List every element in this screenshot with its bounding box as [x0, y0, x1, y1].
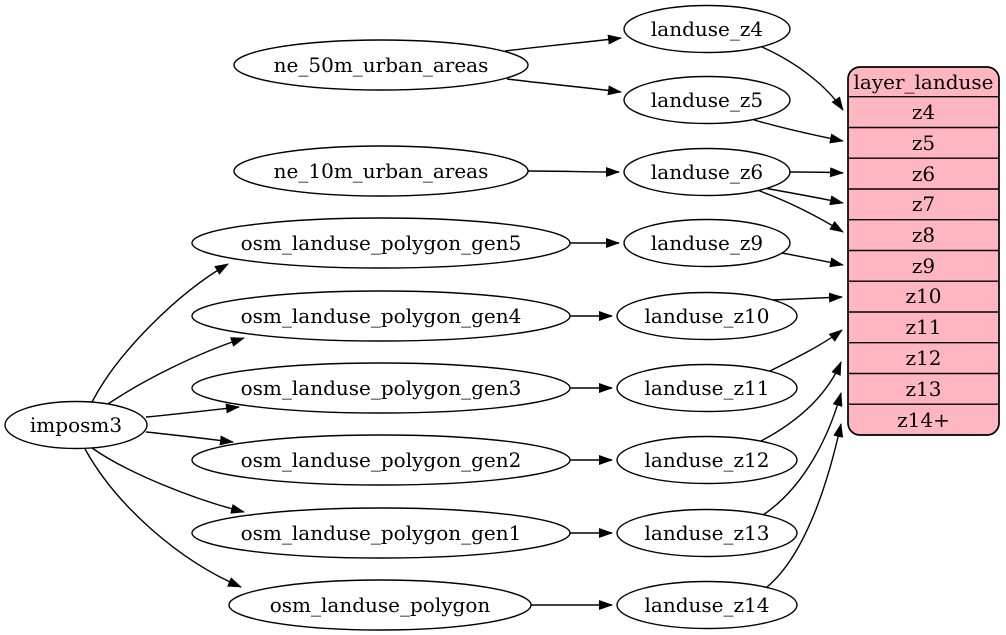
table-row-z6: z6	[912, 162, 935, 186]
edge-landuse_z13-to-layer_landuse-z13	[762, 392, 843, 516]
node-imposm3-label: imposm3	[30, 413, 122, 437]
node-osm_landuse_polygon_gen3-shape	[191, 362, 571, 414]
node-landuse_z10-shape	[616, 291, 798, 341]
edge-imposm3-to-osm_landuse_polygon_gen1	[91, 447, 245, 514]
node-landuse_z11-label: landuse_z11	[645, 376, 770, 400]
node-landuse_z5: landuse_z5	[623, 75, 791, 125]
node-osm_landuse_polygon_gen1-shape	[191, 507, 571, 559]
edge-imposm3-to-osm_landuse_polygon_gen5	[91, 263, 229, 403]
edge-imposm3-to-osm_landuse_polygon_gen3	[145, 403, 240, 418]
node-landuse_z5-shape	[623, 75, 791, 125]
table-row-z9: z9	[912, 254, 935, 278]
table-row-z7: z7	[912, 192, 935, 216]
edge-ne_10m_urban_areas-to-landuse_z6	[527, 166, 620, 177]
node-landuse_z10-label: landuse_z10	[645, 304, 770, 328]
table-row-z13: z13	[906, 377, 942, 401]
node-ne_10m_urban_areas-label: ne_10m_urban_areas	[274, 159, 489, 183]
node-landuse_z14: landuse_z14	[616, 580, 798, 630]
node-landuse_z9: landuse_z9	[623, 218, 791, 268]
edge-landuse_z10-to-layer_landuse-z10	[771, 292, 843, 303]
node-osm_landuse_polygon-shape	[228, 579, 532, 631]
table-title: layer_landuse	[854, 70, 994, 94]
table-layer_landuse: layer_landuse z4 z5 z6 z7 z8 z9 z10 z11 …	[847, 66, 1000, 436]
table-row-z5: z5	[912, 131, 935, 155]
node-imposm3-shape	[4, 400, 148, 450]
edge-landuse_z14-to-layer_landuse-z14plus	[766, 423, 844, 588]
table-row-z8: z8	[912, 223, 935, 247]
node-ne_10m_urban_areas-shape	[233, 145, 529, 197]
node-landuse_z9-shape	[623, 218, 791, 268]
edge-imposm3-to-osm_landuse_polygon_gen2	[145, 431, 234, 446]
edge-landuse_z12-to-layer_landuse-z12	[760, 361, 842, 442]
edge-landuse_z6-to-layer_landuse-z8	[756, 189, 844, 233]
edge-landuse_z6-to-layer_landuse-z7	[763, 187, 844, 206]
table-row-z12: z12	[906, 346, 942, 370]
node-landuse_z12-label: landuse_z12	[645, 448, 770, 472]
node-osm_landuse_polygon-label: osm_landuse_polygon	[270, 593, 491, 617]
edge-landuse_z6-to-layer_landuse-z6	[789, 167, 844, 178]
table-row-z11: z11	[906, 315, 942, 339]
node-landuse_z6-label: landuse_z6	[651, 160, 763, 184]
node-osm_landuse_polygon_gen2-shape	[191, 434, 571, 486]
edge-landuse_z11-to-layer_landuse-z11	[769, 329, 843, 372]
node-landuse_z13: landuse_z13	[616, 508, 798, 558]
node-imposm3: imposm3	[4, 400, 148, 450]
node-landuse_z13-label: landuse_z13	[645, 521, 770, 545]
edge-ne_50m_urban_areas-to-landuse_z5	[506, 78, 622, 96]
node-osm_landuse_polygon_gen4-shape	[191, 290, 571, 342]
table-row-z10: z10	[906, 284, 942, 308]
node-ne_50m_urban_areas: ne_50m_urban_areas	[233, 39, 529, 91]
edge-landuse_z4-to-layer_landuse-z4	[761, 46, 844, 111]
node-osm_landuse_polygon_gen3: osm_landuse_polygon_gen3	[191, 362, 571, 414]
node-osm_landuse_polygon: osm_landuse_polygon	[228, 579, 532, 631]
node-landuse_z9-label: landuse_z9	[651, 231, 763, 255]
node-osm_landuse_polygon_gen1-label: osm_landuse_polygon_gen1	[241, 521, 522, 545]
node-osm_landuse_polygon_gen4-label: osm_landuse_polygon_gen4	[241, 304, 522, 328]
node-landuse_z5-label: landuse_z5	[651, 88, 763, 112]
node-osm_landuse_polygon_gen2: osm_landuse_polygon_gen2	[191, 434, 571, 486]
edge-landuse_z5-to-layer_landuse-z5	[753, 119, 844, 144]
edge-imposm3-to-osm_landuse_polygon	[84, 448, 242, 588]
node-landuse_z6: landuse_z6	[623, 147, 791, 197]
edge-landuse_z9-to-layer_landuse-z9	[781, 252, 844, 268]
edge-imposm3-to-osm_landuse_polygon_gen4	[107, 337, 245, 405]
node-ne_50m_urban_areas-label: ne_50m_urban_areas	[274, 53, 489, 77]
node-ne_10m_urban_areas: ne_10m_urban_areas	[233, 145, 529, 197]
node-landuse_z11-shape	[616, 363, 798, 413]
node-osm_landuse_polygon_gen1: osm_landuse_polygon_gen1	[191, 507, 571, 559]
node-landuse_z13-shape	[616, 508, 798, 558]
node-osm_landuse_polygon_gen2-label: osm_landuse_polygon_gen2	[241, 448, 522, 472]
node-landuse_z11: landuse_z11	[616, 363, 798, 413]
node-landuse_z4-shape	[623, 4, 791, 54]
edges-layer	[84, 34, 844, 611]
node-osm_landuse_polygon_gen3-label: osm_landuse_polygon_gen3	[241, 376, 522, 400]
node-osm_landuse_polygon_gen5: osm_landuse_polygon_gen5	[191, 217, 571, 269]
node-osm_landuse_polygon_gen4: osm_landuse_polygon_gen4	[191, 290, 571, 342]
node-ne_50m_urban_areas-shape	[233, 39, 529, 91]
node-landuse_z10: landuse_z10	[616, 291, 798, 341]
node-landuse_z12: landuse_z12	[616, 435, 798, 485]
node-landuse_z14-label: landuse_z14	[645, 593, 770, 617]
edge-ne_50m_urban_areas-to-landuse_z4	[504, 34, 622, 52]
table-row-z4: z4	[912, 100, 935, 124]
node-landuse_z14-shape	[616, 580, 798, 630]
node-landuse_z4: landuse_z4	[623, 4, 791, 54]
node-landuse_z12-shape	[616, 435, 798, 485]
table-row-z14plus: z14+	[897, 408, 950, 432]
node-landuse_z6-shape	[623, 147, 791, 197]
node-osm_landuse_polygon_gen5-shape	[191, 217, 571, 269]
nodes-layer: imposm3 ne_50m_urban_areas ne_10m_urban_…	[4, 4, 798, 631]
node-landuse_z4-label: landuse_z4	[651, 17, 763, 41]
node-osm_landuse_polygon_gen5-label: osm_landuse_polygon_gen5	[241, 231, 522, 255]
